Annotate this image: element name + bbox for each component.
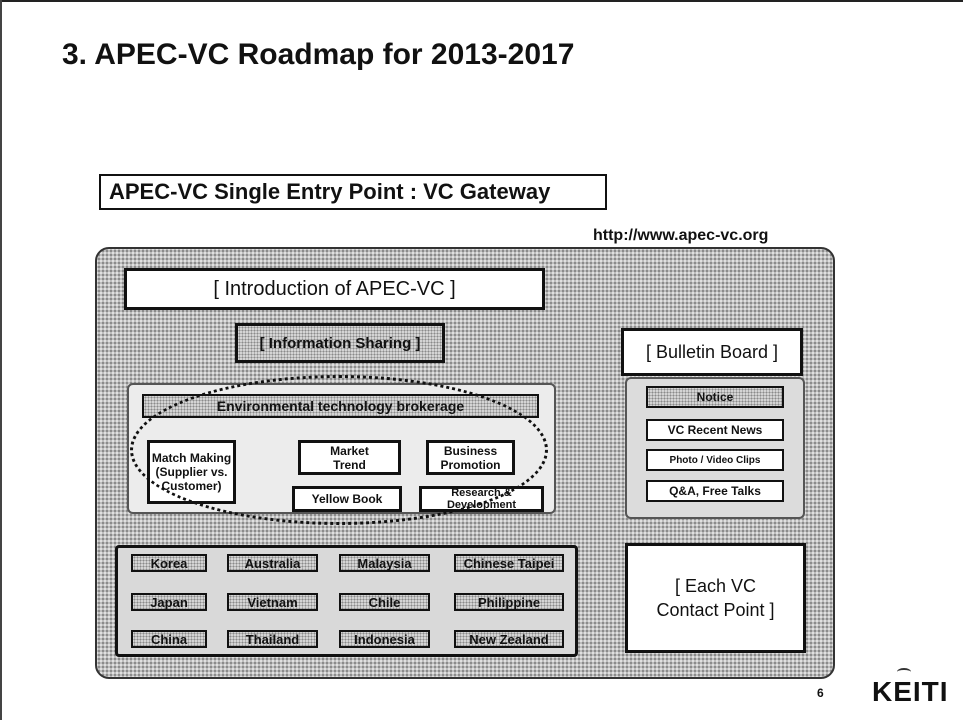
market-trend-box: Market Trend <box>298 440 401 475</box>
economy-japan: Japan <box>131 593 207 611</box>
page-number: 6 <box>817 686 824 700</box>
research-development-line-1: Research & <box>451 487 512 499</box>
information-sharing-box: [ Information Sharing ] <box>235 323 445 363</box>
economy-china: China <box>131 630 207 648</box>
bulletin-item-photo-video-clips: Photo / Video Clips <box>646 449 784 471</box>
match-making-line-2: (Supplier vs. <box>155 465 228 479</box>
research-development-box: Research & Development <box>419 486 544 512</box>
economy-chinese-taipei: Chinese Taipei <box>454 554 564 572</box>
economy-australia: Australia <box>227 554 318 572</box>
match-making-line-1: Match Making <box>151 451 232 465</box>
match-making-line-3: Customer) <box>161 479 222 493</box>
match-making-box: Match Making (Supplier vs. Customer) <box>147 440 236 504</box>
bulletin-item-vc-recent-news: VC Recent News <box>646 419 784 441</box>
market-trend-line-2: Trend <box>333 457 366 472</box>
brokerage-title-box: Environmental technology brokerage <box>142 394 539 418</box>
economy-thailand: Thailand <box>227 630 318 648</box>
bulletin-item-notice: Notice <box>646 386 784 408</box>
bulletin-item-qa-free-talks: Q&A, Free Talks <box>646 480 784 502</box>
slide-title: 3. APEC-VC Roadmap for 2013-2017 <box>62 38 575 71</box>
economy-malaysia: Malaysia <box>339 554 430 572</box>
economy-chile: Chile <box>339 593 430 611</box>
economy-indonesia: Indonesia <box>339 630 430 648</box>
logo-mark-icon <box>897 668 911 676</box>
slide-left-border <box>0 0 2 720</box>
vc-contact-point-box: [ Each VC Contact Point ] <box>625 543 806 653</box>
business-promotion-line-2: Promotion <box>440 457 501 472</box>
business-promotion-line-1: Business <box>443 443 498 458</box>
economy-korea: Korea <box>131 554 207 572</box>
research-development-line-2: Development <box>446 499 517 511</box>
gateway-label: APEC-VC Single Entry Point : VC Gateway <box>99 174 607 210</box>
economy-philippine: Philippine <box>454 593 564 611</box>
yellow-book-box: Yellow Book <box>292 486 402 512</box>
business-promotion-box: Business Promotion <box>426 440 515 475</box>
keiti-logo: KEITI <box>872 676 949 707</box>
market-trend-line-1: Market <box>330 443 369 458</box>
economy-vietnam: Vietnam <box>227 593 318 611</box>
bulletin-board-box: [ Bulletin Board ] <box>621 328 803 376</box>
contact-line-1: [ Each VC <box>674 576 757 596</box>
gateway-url: http://www.apec-vc.org <box>593 227 769 244</box>
contact-line-2: Contact Point ] <box>656 600 775 620</box>
economy-new-zealand: New Zealand <box>454 630 564 648</box>
introduction-box: [ Introduction of APEC-VC ] <box>124 268 545 310</box>
slide-top-border <box>0 0 963 2</box>
